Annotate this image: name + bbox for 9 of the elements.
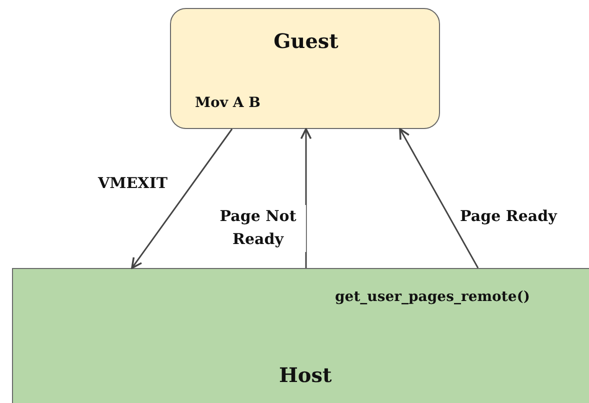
box-title: Guest bbox=[272, 29, 340, 53]
box-text: get_user_pages_remote() bbox=[335, 289, 530, 305]
arrow bbox=[300, 128, 312, 268]
arrow bbox=[131, 128, 233, 269]
host-box bbox=[12, 268, 589, 403]
guest-box bbox=[170, 8, 440, 129]
box-title: Host bbox=[279, 363, 332, 387]
arrow bbox=[399, 128, 479, 268]
box-text: Mov A B bbox=[195, 95, 260, 111]
